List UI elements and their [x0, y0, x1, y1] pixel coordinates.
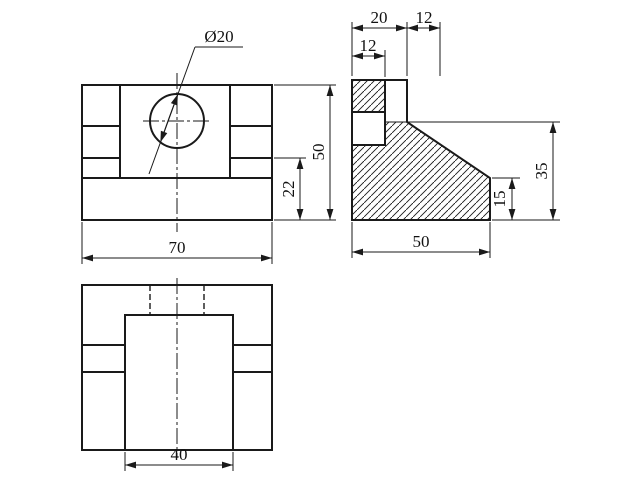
hole-diameter-label: Ø20 [204, 27, 233, 46]
side-wall-thickness-label: 12 [360, 36, 377, 55]
front-height-dimension: 50 [274, 84, 336, 220]
front-height-label: 50 [309, 144, 328, 161]
section-hatch-lower [352, 122, 490, 220]
side-section-view: 20 12 12 35 15 [351, 8, 560, 258]
side-top-offset-dimension: 12 [407, 8, 441, 76]
front-notch-height-dimension: 22 [274, 157, 336, 221]
front-width-label: 70 [169, 238, 186, 257]
front-width-dimension: 70 [81, 222, 273, 264]
side-top-offset-label: 12 [416, 8, 433, 27]
side-base-height-label: 15 [490, 191, 509, 208]
leader-arrow-upper [168, 93, 179, 119]
side-slope-height-label: 35 [532, 163, 551, 180]
side-depth-label: 50 [413, 232, 430, 251]
side-depth-dimension: 50 [351, 222, 491, 258]
side-wall-thickness-dimension: 12 [352, 36, 386, 77]
side-top-width-label: 20 [371, 8, 388, 27]
side-base-height-dimension: 15 [490, 177, 520, 220]
top-view: 40 [81, 278, 273, 471]
section-hatch-upper [352, 80, 385, 112]
side-slope-height-dimension: 35 [492, 122, 560, 221]
side-top-width-dimension: 20 [351, 8, 408, 76]
front-hole-callout: Ø20 [148, 27, 243, 175]
leader-arrow-lower [159, 117, 170, 143]
top-slot-width-label: 40 [171, 445, 188, 464]
front-view: Ø20 70 22 50 [81, 27, 336, 264]
top-slot-width-dimension: 40 [124, 445, 234, 471]
side-outline [351, 79, 491, 221]
front-notch-height-label: 22 [279, 181, 298, 198]
